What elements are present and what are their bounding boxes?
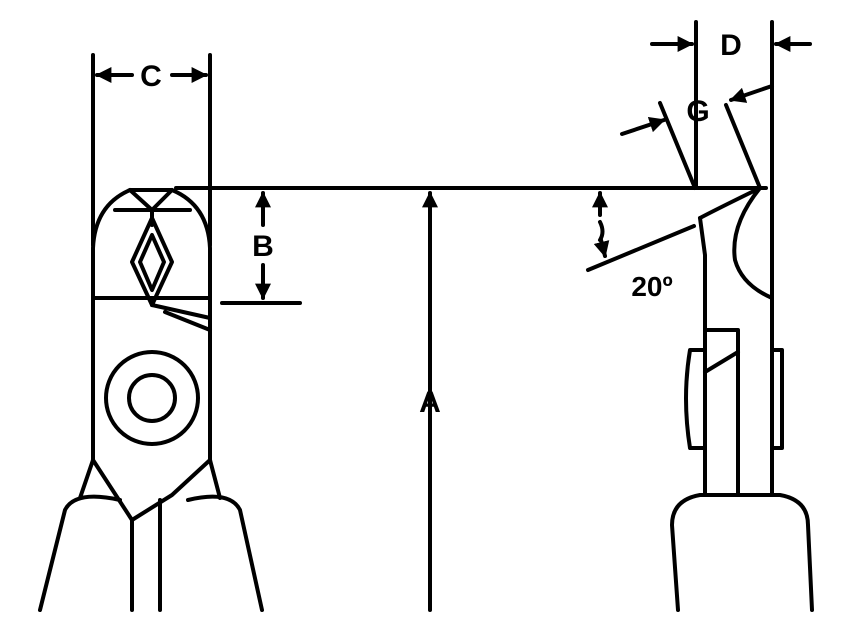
side-jaw-front — [698, 216, 707, 497]
dimension-d — [650, 20, 812, 300]
front-lower-joint — [91, 458, 212, 612]
dimension-b — [220, 191, 302, 305]
side-handle — [670, 493, 814, 612]
label-c: C — [140, 60, 162, 93]
front-head-outline — [91, 188, 212, 300]
side-pivot-right-cap — [770, 348, 784, 450]
dimension-g — [620, 84, 774, 190]
front-pivot-outer — [104, 350, 200, 446]
side-jaw-outline — [698, 186, 774, 497]
label-g: G — [686, 95, 709, 128]
label-d: D — [720, 29, 742, 62]
side-view-pliers — [670, 186, 814, 612]
front-view-pliers — [38, 188, 264, 612]
angle-20-degree — [586, 191, 696, 272]
front-handle-right — [186, 494, 264, 612]
label-a: A — [419, 386, 441, 419]
front-body-detail — [150, 303, 212, 332]
side-pivot-left-cap — [684, 348, 707, 450]
side-pivot-plate — [703, 328, 740, 497]
front-handle-left — [38, 494, 122, 612]
front-blade-diamond — [130, 216, 174, 307]
label-angle: 20º — [631, 271, 672, 302]
label-b: B — [252, 230, 274, 263]
dimension-c — [91, 53, 212, 247]
front-pivot-inner — [127, 373, 177, 423]
